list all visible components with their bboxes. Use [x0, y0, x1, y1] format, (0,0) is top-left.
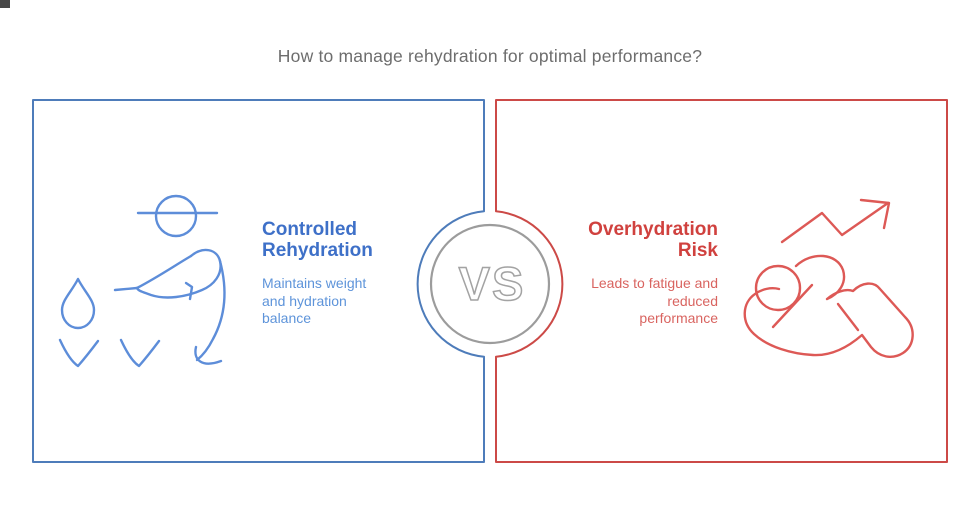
athlete-torso-outline [135, 248, 222, 299]
left-panel-description-line: Maintains weight [262, 275, 367, 291]
left-panel-description: Maintains weight and hydration balance [262, 275, 412, 328]
page-title: How to manage rehydration for optimal pe… [277, 46, 703, 66]
left-panel-description-line: balance [262, 310, 312, 326]
left-panel-title: Controlled Rehydration [262, 219, 412, 261]
left-panel-title-line: Controlled [262, 219, 357, 240]
right-panel-text: Overhydration Risk Leads to fatigue and … [558, 219, 718, 328]
zigzag-arrow-head [859, 198, 891, 230]
right-panel-description-line: performance [639, 310, 718, 326]
right-panel-title-line: Overhydration [588, 219, 718, 240]
left-panel-title-line: Rehydration [262, 240, 373, 261]
fatigued-person-leg-line [836, 302, 860, 332]
fatigued-person-rising-arrow-icon [743, 198, 914, 359]
screenshot-corner-artifact [0, 0, 10, 8]
athlete-leg-line [195, 259, 226, 362]
checkmark-icon [119, 338, 161, 368]
water-drop-icon [60, 277, 96, 330]
right-panel-description-line: reduced [667, 292, 718, 309]
checkmark-icon [58, 338, 100, 368]
right-panel-description: Leads to fatigue and reduced performance [558, 275, 718, 328]
athlete-head-icon [154, 194, 198, 238]
athlete-foot-line [194, 345, 223, 365]
fatigued-person-body-outline [743, 254, 914, 359]
vs-circle [429, 223, 551, 345]
fatigued-person-arm-line [771, 283, 814, 329]
fatigued-person-head-icon [754, 264, 802, 312]
athlete-hand-line [113, 286, 139, 292]
athlete-elbow-line [184, 281, 194, 301]
right-panel-title-line: Risk [677, 240, 718, 261]
left-panel-text: Controlled Rehydration Maintains weight … [262, 219, 412, 328]
right-panel-description-line: Leads to fatigue and [591, 275, 718, 291]
left-panel-description-line: and hydration [262, 292, 347, 309]
right-panel-border [495, 99, 948, 463]
right-panel-title: Overhydration Risk [558, 219, 718, 261]
left-panel-border [32, 99, 485, 463]
vs-badge-label: VS [459, 257, 526, 310]
athlete-arm-line [135, 254, 193, 290]
zigzag-arrow-shaft [780, 201, 890, 244]
athlete-drinking-water-icon [58, 194, 226, 368]
